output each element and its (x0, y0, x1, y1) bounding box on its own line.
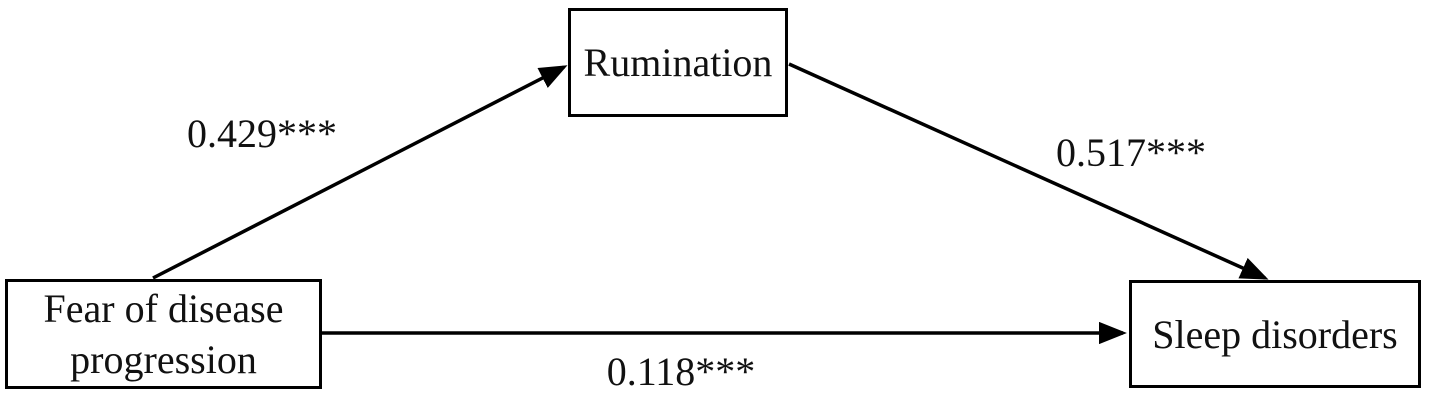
node-sleep-label: Sleep disorders (1152, 311, 1398, 357)
node-fear-of-disease-progression: Fear of disease progression (5, 279, 322, 389)
node-sleep-disorders: Sleep disorders (1129, 280, 1421, 388)
node-rumination-label: Rumination (583, 40, 773, 85)
path-a-coefficient: 0.429*** (187, 111, 337, 156)
node-fear-label: Fear of disease progression (43, 286, 284, 382)
node-rumination: Rumination (568, 8, 788, 117)
path-c-coefficient: 0.118*** (606, 349, 756, 394)
path-a-arrow (152, 65, 568, 280)
path-b-coefficient: 0.517*** (1056, 130, 1206, 175)
path-b-arrow (788, 62, 1269, 280)
